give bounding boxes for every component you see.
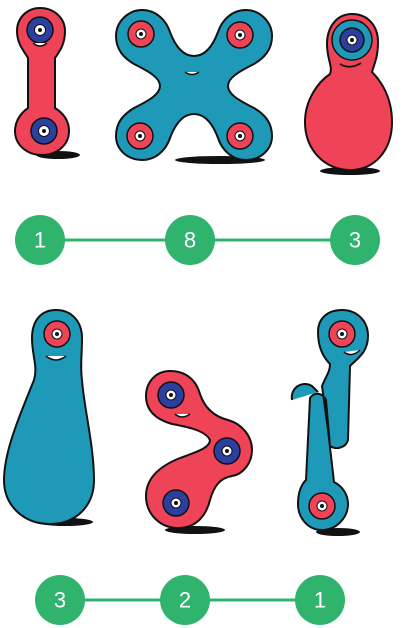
eye <box>226 122 254 150</box>
number-node[interactable]: 3 <box>330 215 380 265</box>
number-chain-top: 1 8 3 <box>15 215 380 265</box>
node-number: 3 <box>54 588 66 613</box>
number-chain-bottom: 3 2 1 <box>35 575 345 625</box>
red-two-eyed-dumbbell-creature-icon[interactable] <box>13 6 80 159</box>
eye <box>30 117 58 145</box>
node-number: 3 <box>349 228 361 253</box>
eye <box>127 20 155 48</box>
eye <box>26 16 54 44</box>
number-node[interactable]: 2 <box>160 575 210 625</box>
eye <box>213 437 241 465</box>
red-three-eyed-curved-creature-icon[interactable] <box>144 369 254 534</box>
teal-one-eyed-blob-creature-icon[interactable] <box>2 308 96 526</box>
smile <box>45 355 67 361</box>
teal-four-eyed-x-creature-icon[interactable] <box>114 8 274 164</box>
teal-two-eyed-bent-creature-icon[interactable] <box>290 308 370 536</box>
node-number: 1 <box>34 228 46 253</box>
body-fold <box>290 382 319 401</box>
eye <box>308 492 336 520</box>
eye <box>157 381 185 409</box>
smile <box>32 42 48 47</box>
number-node[interactable]: 1 <box>15 215 65 265</box>
smile <box>184 71 200 76</box>
eye <box>43 320 71 348</box>
eye <box>339 27 365 53</box>
number-node[interactable]: 8 <box>165 215 215 265</box>
smile <box>339 62 362 68</box>
number-node[interactable]: 3 <box>35 575 85 625</box>
number-node[interactable]: 1 <box>295 575 345 625</box>
red-one-eyed-blob-creature-icon[interactable] <box>303 12 394 175</box>
node-number: 2 <box>179 588 191 613</box>
eye <box>328 320 356 348</box>
node-number: 8 <box>184 228 196 253</box>
eye <box>162 489 190 517</box>
smile <box>174 413 191 418</box>
smile <box>343 349 361 356</box>
eye <box>126 122 154 150</box>
node-number: 1 <box>314 588 326 613</box>
eye <box>226 21 254 49</box>
